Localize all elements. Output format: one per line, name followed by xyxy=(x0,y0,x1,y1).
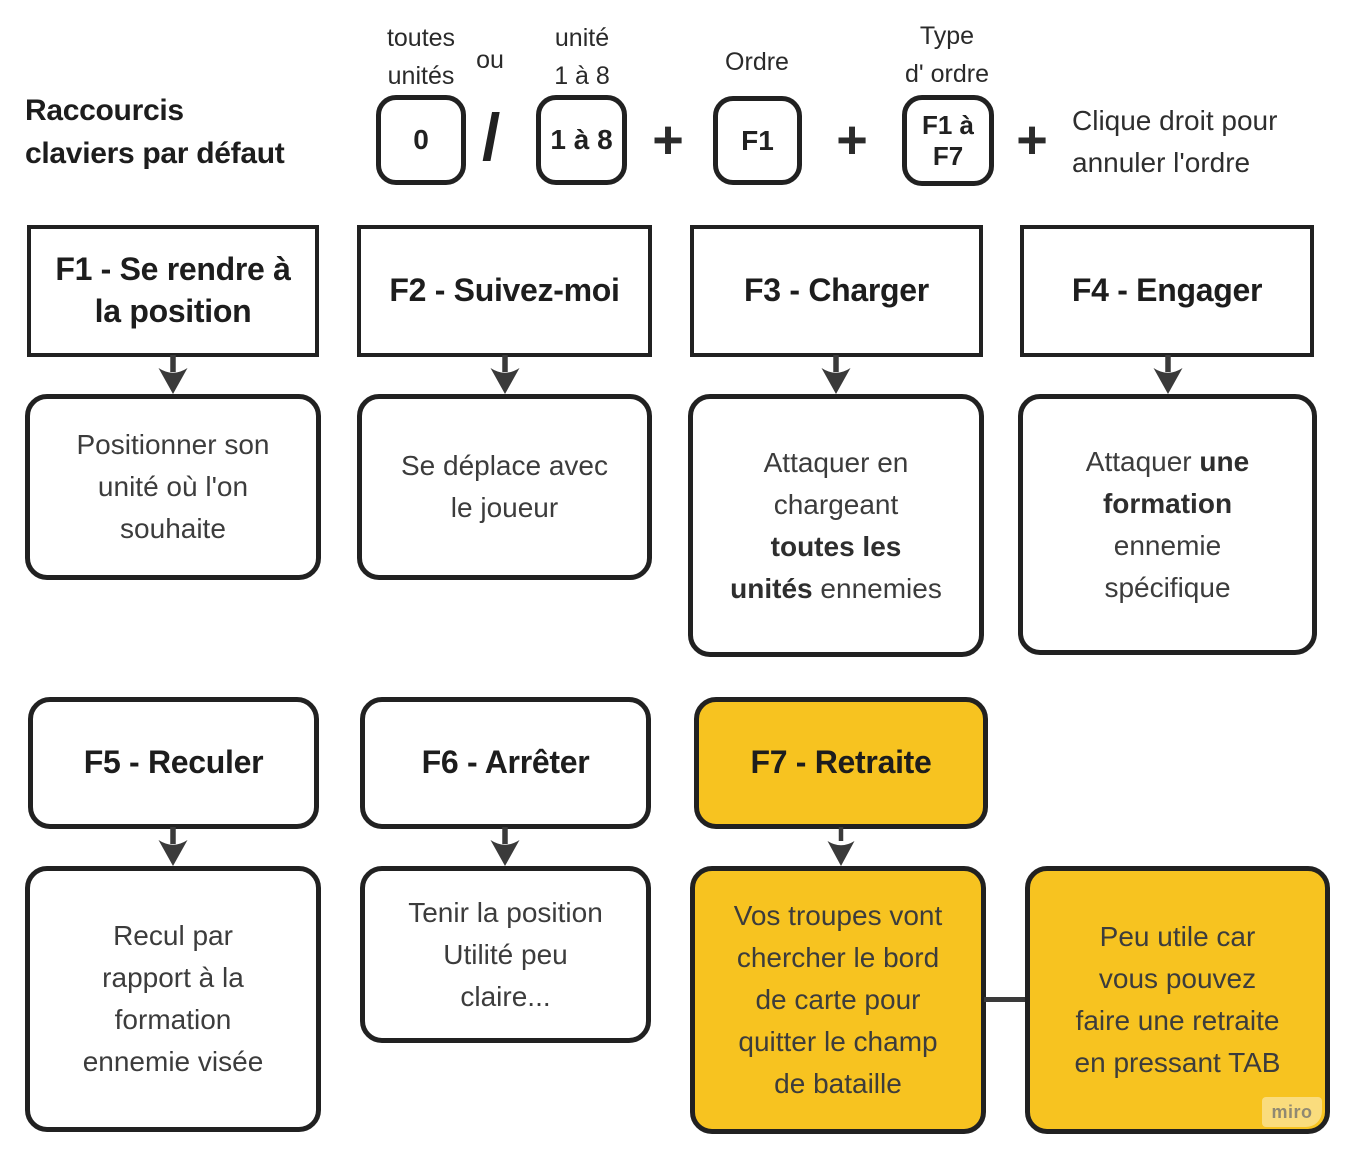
key-f1-to-f7-label: F1 à F7 xyxy=(921,109,975,171)
plus-sign-2: + xyxy=(836,110,868,170)
card-f7-note: Peu utile car vous pouvez faire une retr… xyxy=(1025,866,1330,1134)
key-zero-label: 0 xyxy=(413,124,429,156)
card-f6-header: F6 - Arrêter xyxy=(360,697,651,829)
card-f3-header-label: F3 - Charger xyxy=(744,272,929,309)
card-f1-header: F1 - Se rendre à la position xyxy=(27,225,319,357)
card-f4-header: F4 - Engager xyxy=(1020,225,1314,357)
all-units-label: toutes unités xyxy=(386,24,456,90)
down-arrow-f2 xyxy=(490,355,520,394)
card-f1-header-label: F1 - Se rendre à la position xyxy=(55,251,291,329)
order-type-label: Type d' ordre xyxy=(905,22,989,88)
key-f1-to-f7: F1 à F7 xyxy=(902,95,994,186)
unit-1-8-label: unité 1 à 8 xyxy=(554,24,610,90)
down-arrow-f5 xyxy=(158,827,188,866)
card-f7-note-text: Peu utile car vous pouvez faire une retr… xyxy=(1074,921,1281,1078)
page-title: Raccourcis claviers par défaut xyxy=(25,94,285,170)
card-f2-description-text: Se déplace avec le joueur xyxy=(400,450,609,523)
card-f2-header-label: F2 - Suivez-moi xyxy=(389,272,620,309)
plus-sign-1: + xyxy=(652,110,684,170)
card-f7-description-text: Vos troupes vont chercher le bord de car… xyxy=(733,900,943,1099)
key-zero: 0 xyxy=(376,95,466,185)
key-one-to-eight: 1 à 8 xyxy=(536,95,627,185)
card-f2-description: Se déplace avec le joueur xyxy=(357,394,652,580)
miro-watermark: miro xyxy=(1262,1097,1322,1127)
card-f3-header: F3 - Charger xyxy=(690,225,983,357)
key-one-to-eight-label: 1 à 8 xyxy=(550,124,613,156)
key-f1-label: F1 xyxy=(741,124,774,156)
card-f6-description: Tenir la position Utilité peu claire... xyxy=(360,866,651,1043)
card-f2-header: F2 - Suivez-moi xyxy=(357,225,652,357)
plus-sign-3: + xyxy=(1016,110,1048,170)
card-f7-header-label: F7 - Retraite xyxy=(750,744,932,781)
horizontal-connector xyxy=(984,997,1027,1002)
card-f6-header-label: F6 - Arrêter xyxy=(421,744,590,781)
down-arrow-f3 xyxy=(821,355,851,394)
card-f1-description-text: Positionner son unité où l'on souhaite xyxy=(76,429,270,544)
or-label: ou xyxy=(476,46,504,74)
card-f3-description: Attaquer en chargeant toutes les unités … xyxy=(688,394,984,657)
down-arrow-f4 xyxy=(1153,355,1183,394)
slash-separator: / xyxy=(482,100,501,174)
down-arrow-f6 xyxy=(490,827,520,866)
card-f5-header: F5 - Reculer xyxy=(28,697,319,829)
card-f5-header-label: F5 - Reculer xyxy=(83,744,264,781)
card-f3-description-text: Attaquer en chargeant toutes les unités … xyxy=(730,446,942,604)
card-f1-description: Positionner son unité où l'on souhaite xyxy=(25,394,321,580)
card-f4-description-text: Attaquer une formation ennemie spécifiqu… xyxy=(1085,445,1250,603)
down-arrow-f7 xyxy=(827,827,855,866)
card-f7-description: Vos troupes vont chercher le bord de car… xyxy=(690,866,986,1134)
down-arrow-f1 xyxy=(158,355,188,394)
card-f5-description-text: Recul par rapport à la formation ennemie… xyxy=(82,920,264,1077)
card-f7-header: F7 - Retraite xyxy=(694,697,988,829)
order-label: Ordre xyxy=(725,48,789,76)
right-click-cancel-note: Clique droit pour annuler l'ordre xyxy=(1072,105,1278,178)
card-f5-description: Recul par rapport à la formation ennemie… xyxy=(25,866,321,1132)
card-f4-description: Attaquer une formation ennemie spécifiqu… xyxy=(1018,394,1317,655)
key-f1: F1 xyxy=(713,96,802,185)
card-f4-header-label: F4 - Engager xyxy=(1071,272,1263,309)
card-f6-description-text: Tenir la position Utilité peu claire... xyxy=(408,896,603,1012)
